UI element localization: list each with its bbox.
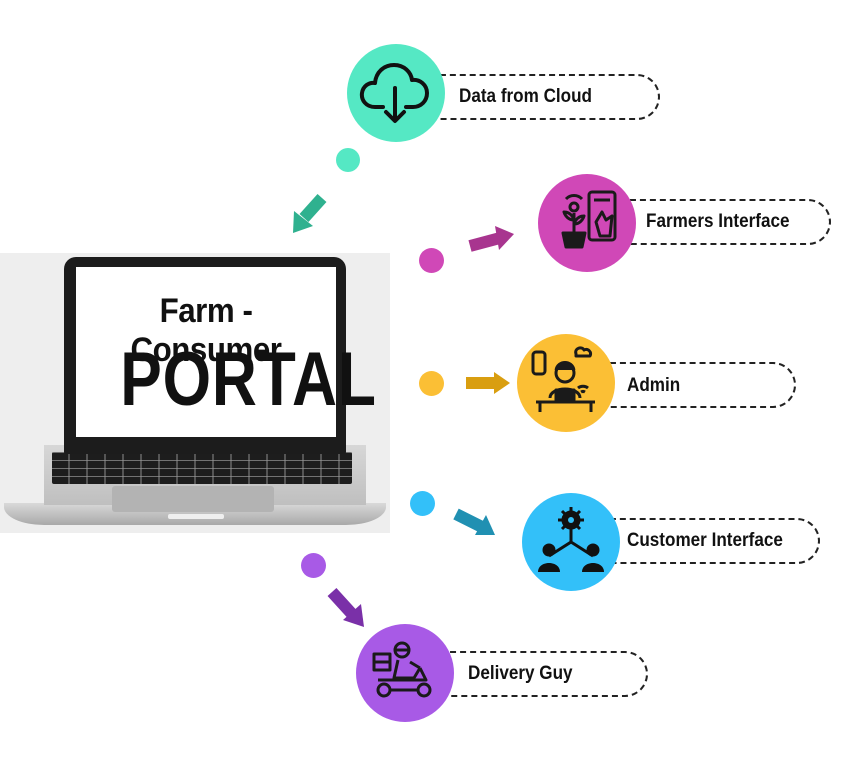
smart-farming-icon: [561, 190, 617, 249]
arrow-cloud: [293, 193, 327, 233]
node-label-delivery: Delivery Guy: [468, 663, 573, 684]
arrow-customer: [453, 508, 495, 535]
connector-dot-cloud: [336, 148, 360, 172]
label-pill-delivery: [440, 651, 648, 697]
arrow-admin: [466, 372, 510, 394]
admin-desk-icon: [531, 346, 595, 412]
laptop-trackpad: [112, 486, 274, 512]
node-label-cloud: Data from Cloud: [459, 86, 593, 107]
laptop-screen: [76, 267, 336, 437]
node-circle-delivery: [356, 624, 454, 722]
connector-dot-delivery: [301, 553, 326, 578]
connector-dot-admin: [419, 371, 444, 396]
node-label-farmers: Farmers Interface: [646, 211, 790, 232]
label-pill-customer: [600, 518, 820, 564]
label-pill-admin: [600, 362, 796, 408]
connector-dot-customer: [410, 491, 435, 516]
node-label-admin: Admin: [627, 375, 681, 396]
arrow-delivery: [327, 587, 364, 627]
network-users-icon: [538, 507, 604, 572]
delivery-scooter-icon: [372, 641, 432, 698]
node-label-customer: Customer Interface: [627, 530, 783, 551]
screen-title-line1: Farm -Consumer: [130, 292, 282, 369]
arrow-farmers: [468, 226, 514, 252]
label-pill-cloud: [430, 74, 660, 120]
node-circle-farmers: [538, 174, 636, 272]
screen-title-line2: PORTAL: [120, 337, 377, 422]
label-pill-farmers: [620, 199, 831, 245]
laptop-keyboard-rows: [52, 452, 352, 484]
cloud-download-icon: [359, 63, 429, 123]
connector-dot-farmers: [419, 248, 444, 273]
laptop-notch: [168, 514, 224, 519]
